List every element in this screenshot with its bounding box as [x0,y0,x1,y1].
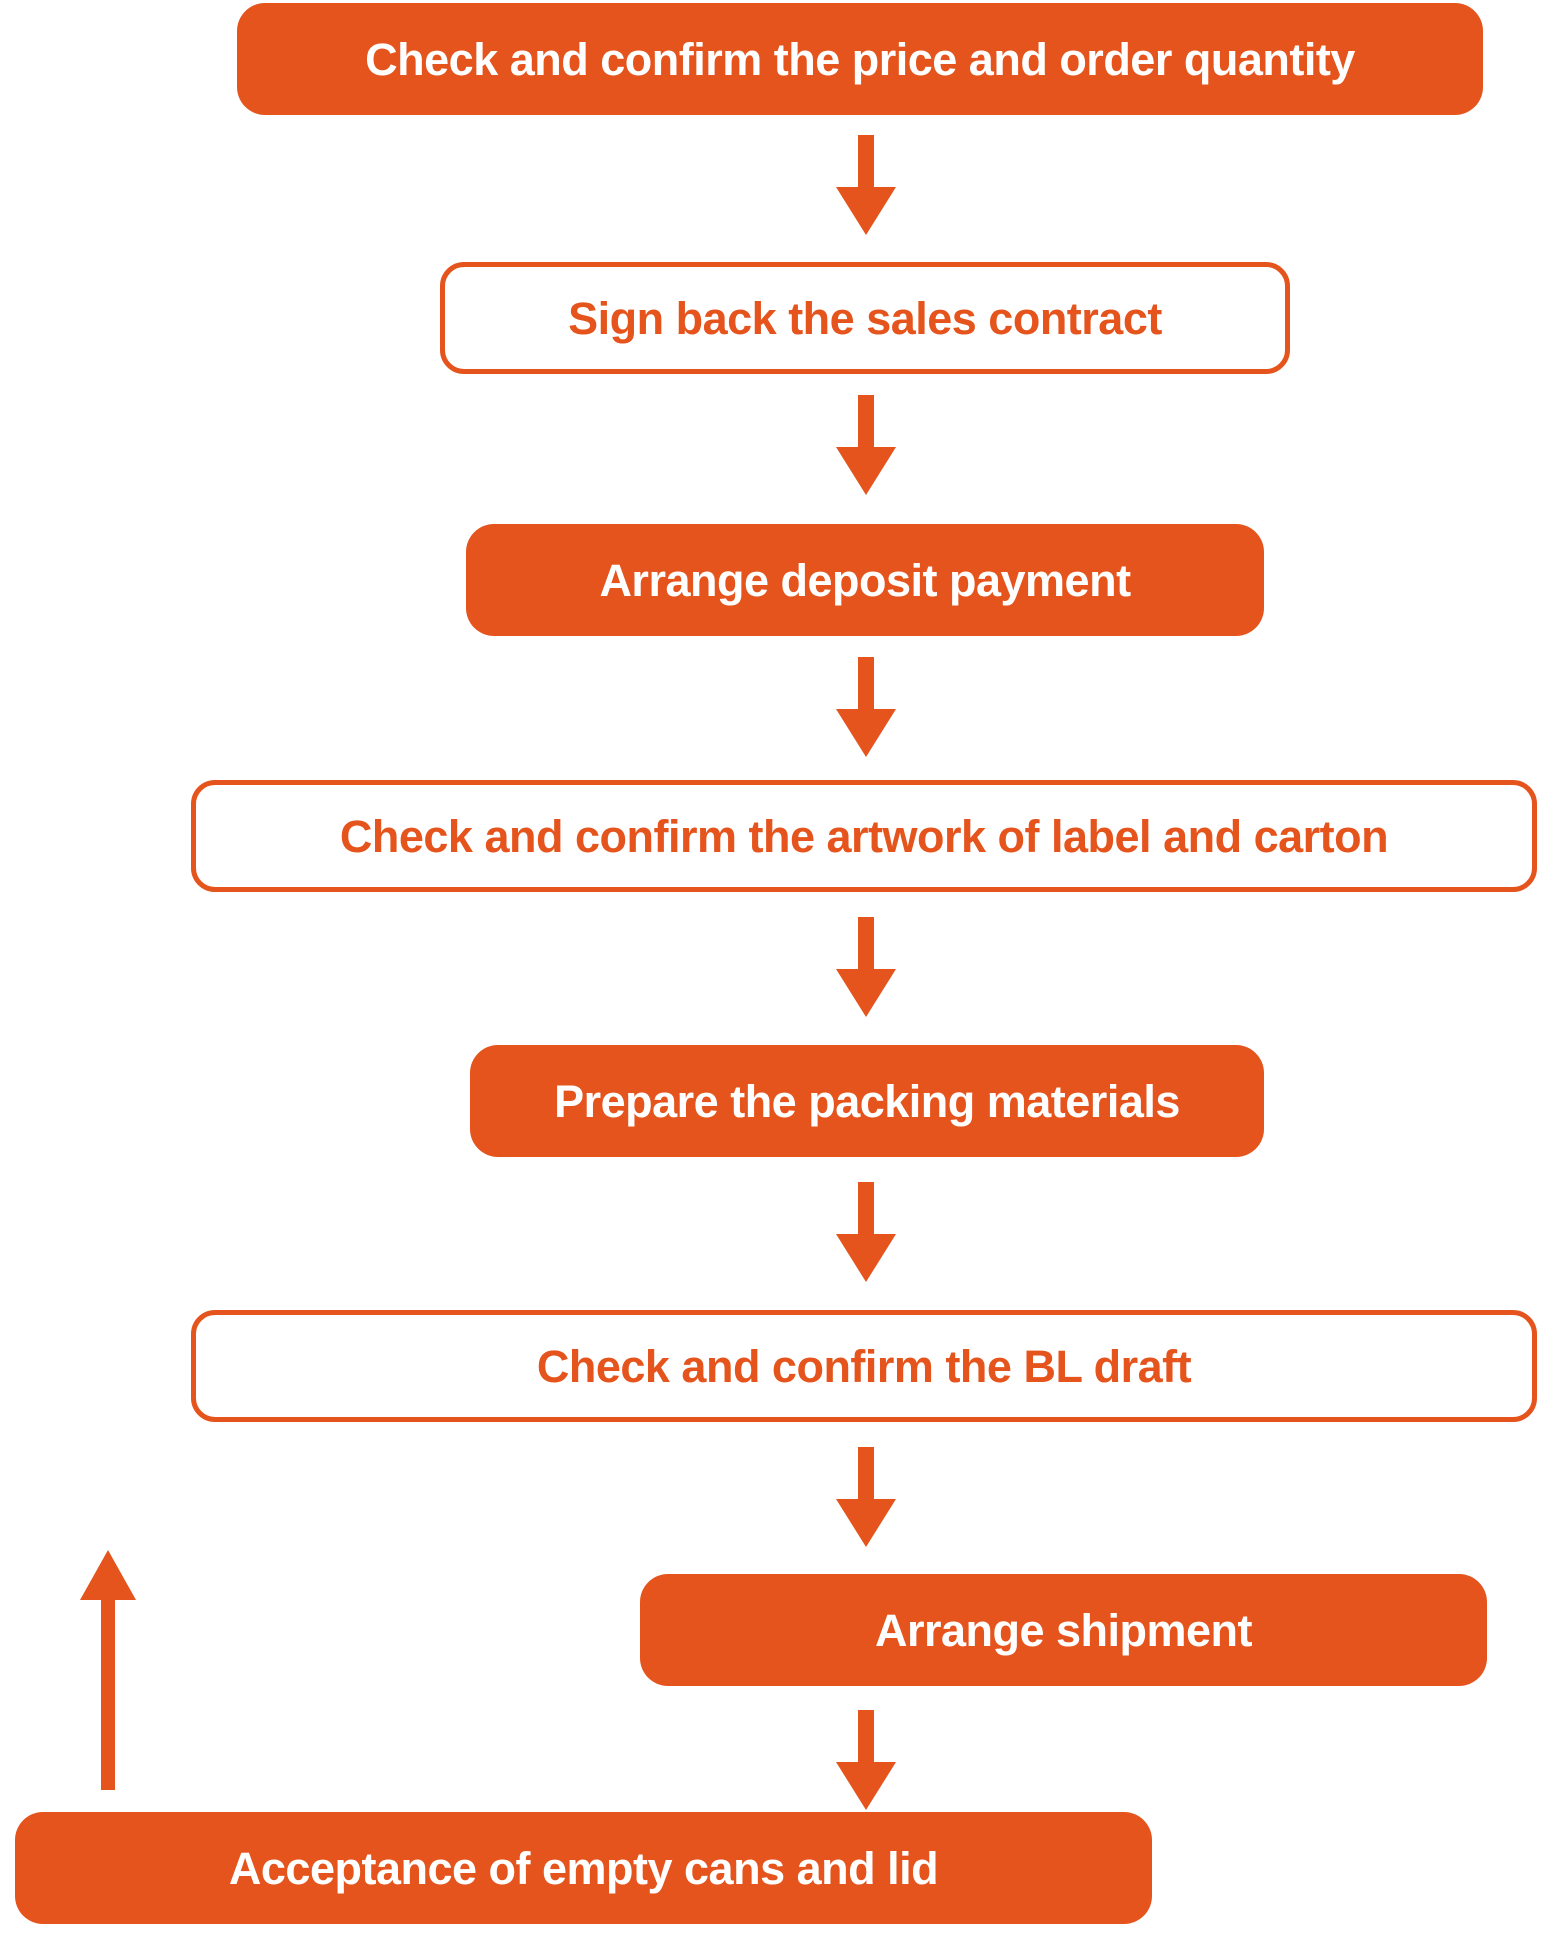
step-label-8: Acceptance of empty cans and lid [228,1842,939,1894]
step-label-2: Sign back the sales contract [568,292,1162,344]
step-label-7: Arrange shipment [874,1604,1253,1656]
down-arrow-icon [836,135,896,235]
down-arrow-icon [836,1710,896,1810]
step-label-3: Arrange deposit payment [599,554,1131,606]
step-box-4: Check and confirm the artwork of label a… [191,780,1537,892]
step-box-8: Acceptance of empty cans and lid [15,1812,1152,1924]
step-box-5: Prepare the packing materials [470,1045,1264,1157]
step-box-6: Check and confirm the BL draft [191,1310,1537,1422]
step-label-6: Check and confirm the BL draft [536,1340,1192,1392]
up-arrow-icon [80,1550,136,1790]
step-box-1: Check and confirm the price and order qu… [237,3,1483,115]
step-label-1: Check and confirm the price and order qu… [365,33,1355,85]
down-arrow-icon [836,657,896,757]
down-arrow-icon [836,395,896,495]
step-box-3: Arrange deposit payment [466,524,1264,636]
down-arrow-icon [836,1182,896,1282]
step-label-5: Prepare the packing materials [554,1075,1180,1127]
down-arrow-icon [836,1447,896,1547]
step-box-7: Arrange shipment [640,1574,1487,1686]
step-label-4: Check and confirm the artwork of label a… [339,810,1389,862]
step-box-2: Sign back the sales contract [440,262,1290,374]
down-arrow-icon [836,917,896,1017]
